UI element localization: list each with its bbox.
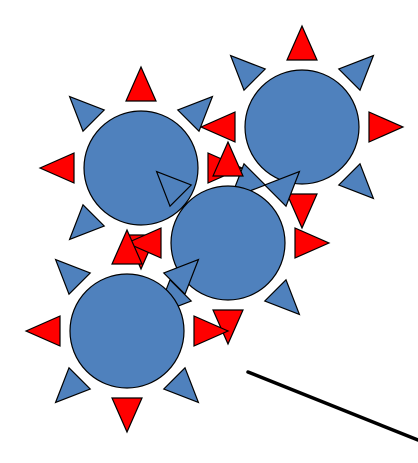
unit-top-right-spike-blue xyxy=(231,56,266,91)
unit-lower-left xyxy=(26,230,228,432)
unit-upper-left-spike-blue xyxy=(70,205,105,240)
unit-top-right-spike-blue xyxy=(339,56,374,91)
unit-upper-left-spike-blue xyxy=(70,97,105,132)
unit-upper-left-body xyxy=(84,111,198,225)
units-layer xyxy=(26,26,403,432)
unit-lower-left-spike-red xyxy=(26,316,60,346)
unit-lower-left-spike-red xyxy=(112,398,142,432)
unit-top-right-body xyxy=(245,70,359,184)
unit-lower-left-spike-blue xyxy=(56,260,91,295)
unit-top-right-spike-red xyxy=(201,112,235,142)
unit-lower-left-body xyxy=(70,274,184,388)
connector-line xyxy=(248,372,418,440)
unit-lower-left-spike-blue xyxy=(56,368,91,403)
unit-middle-spike-blue xyxy=(265,280,300,315)
unit-lower-left-spike-blue xyxy=(164,368,199,403)
unit-upper-left-spike-red xyxy=(40,153,74,183)
unit-top-right-spike-red xyxy=(287,194,317,228)
unit-upper-left-spike-red xyxy=(126,67,156,101)
unit-top-right-spike-red xyxy=(369,112,403,142)
unit-top-right-spike-blue xyxy=(339,164,374,199)
unit-top-right-spike-red xyxy=(287,26,317,60)
unit-middle-spike-red xyxy=(295,228,329,258)
